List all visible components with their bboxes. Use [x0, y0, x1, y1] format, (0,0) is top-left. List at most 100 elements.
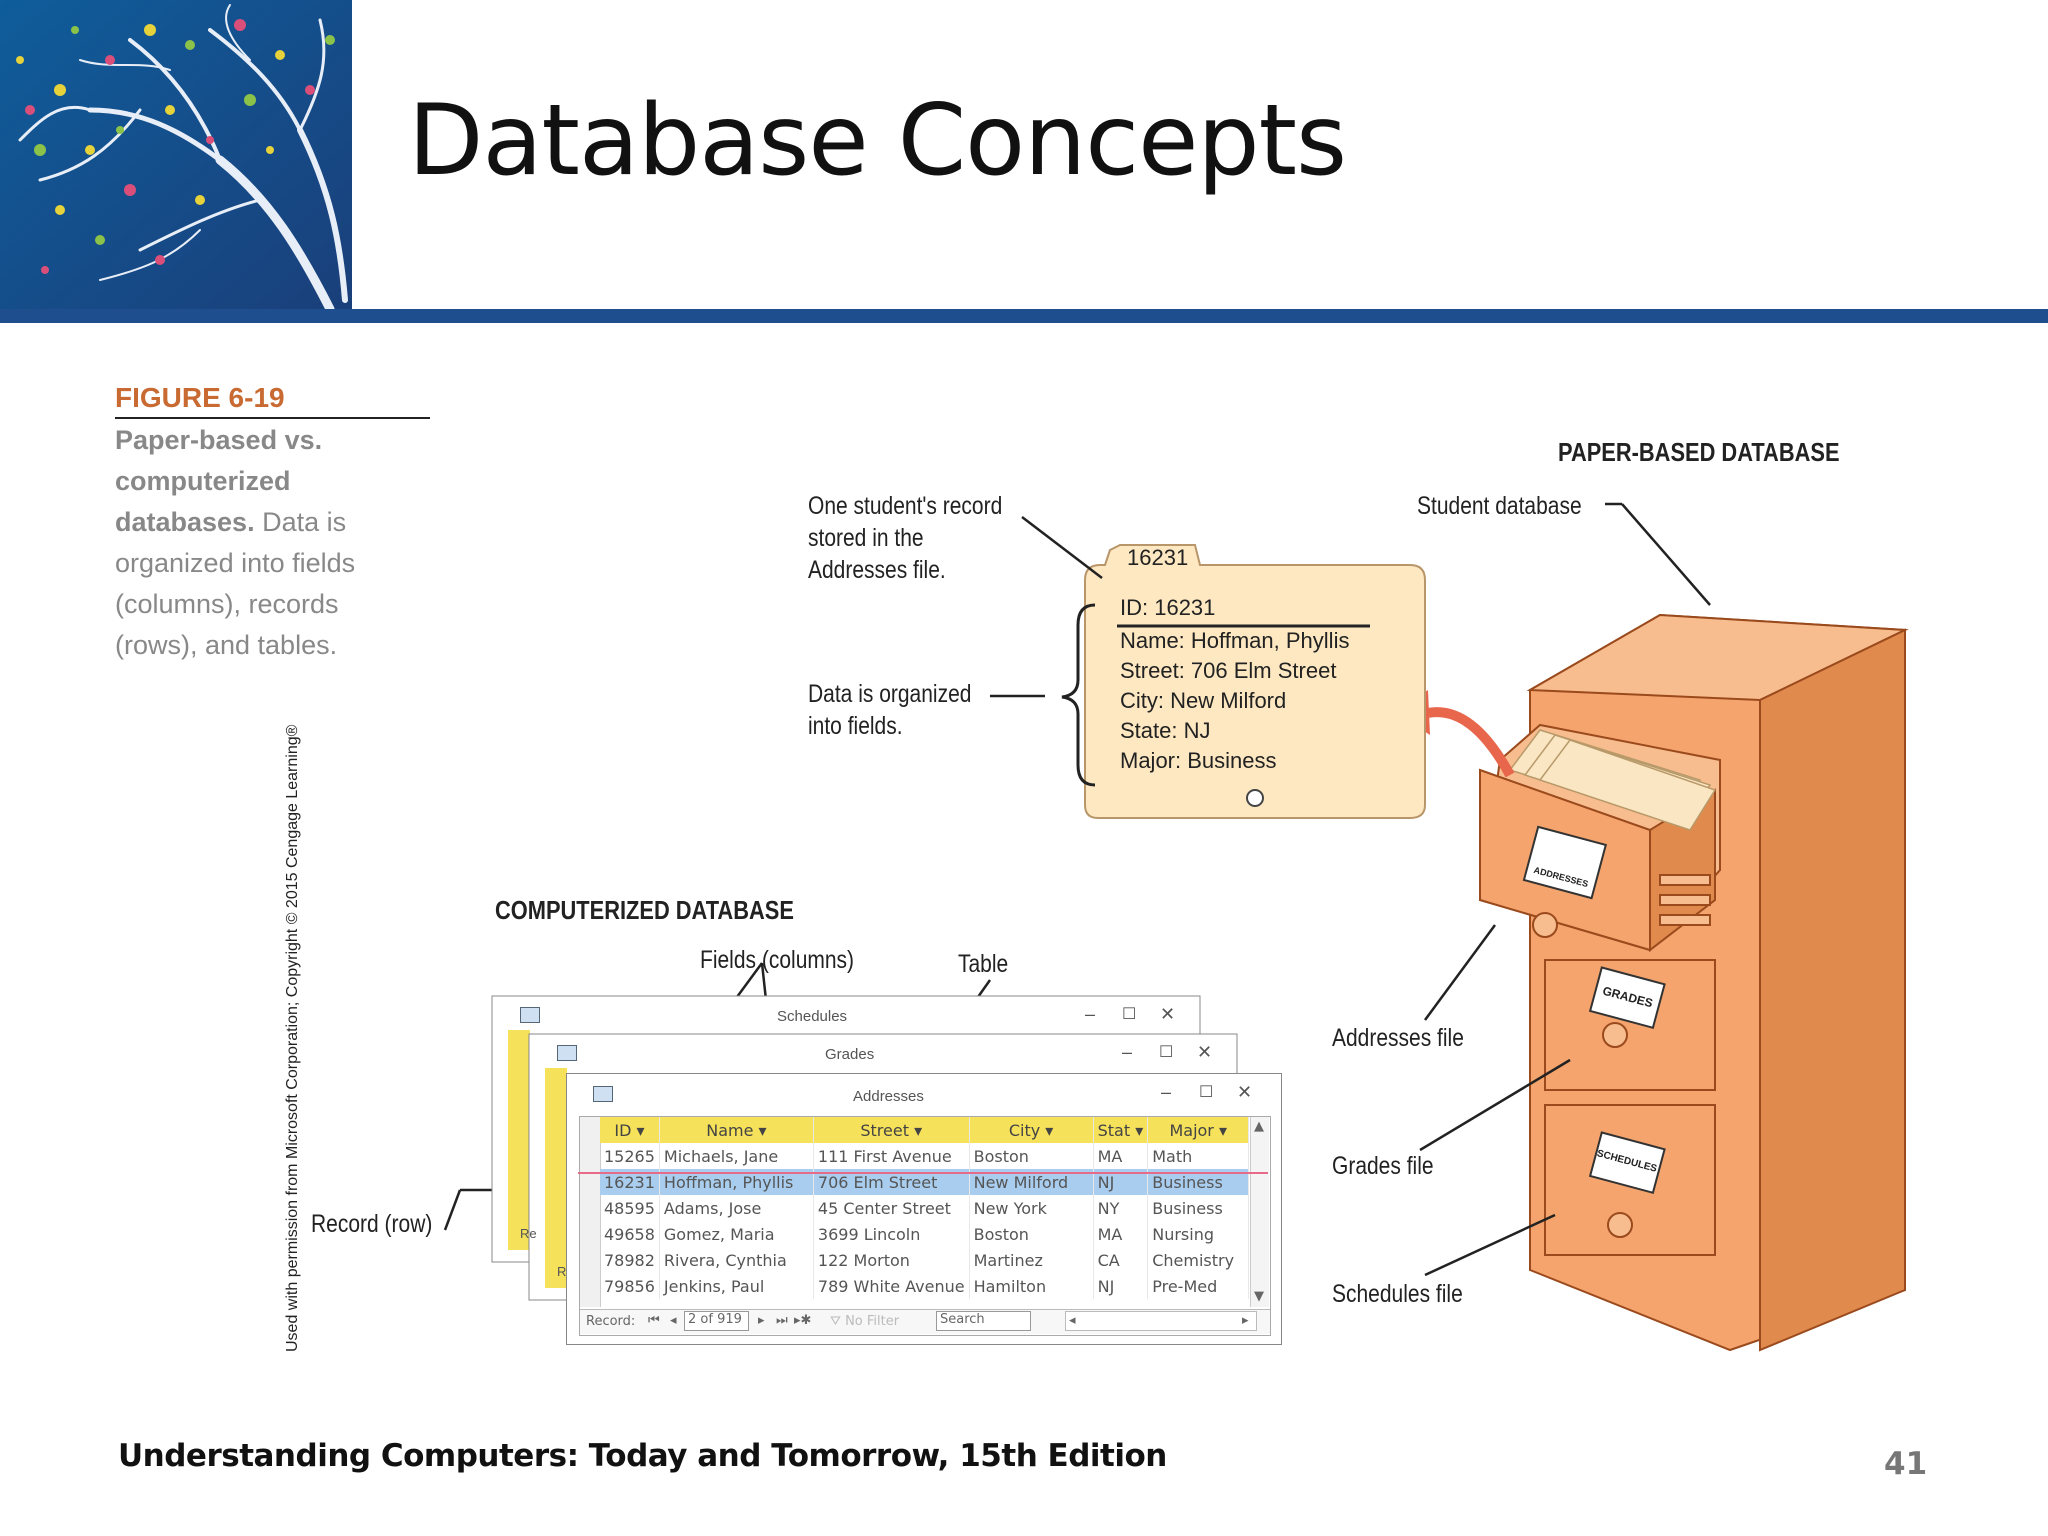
column-header-street[interactable]: Street ▾	[813, 1117, 970, 1143]
cell-city[interactable]: Hamilton	[969, 1273, 1094, 1299]
previous-record-icon[interactable]: ◂	[670, 1313, 677, 1328]
cell-state[interactable]: MA	[1093, 1221, 1149, 1247]
filing-cabinet	[1478, 613, 1909, 1352]
record-callout: One student's record stored in the Addre…	[808, 490, 1002, 586]
fields-callout-line: into fields.	[808, 712, 903, 740]
cell-major[interactable]: Pre-Med	[1147, 1273, 1250, 1299]
cell-name[interactable]: Michaels, Jane	[659, 1143, 814, 1169]
column-header-state[interactable]: Stat ▾	[1093, 1117, 1149, 1143]
record-navigation-bar: Record: ⏮ ◂ 2 of 919 ▸ ⏭ ▸✱ ⛛ No Filter …	[580, 1309, 1270, 1334]
cell-state[interactable]: MA	[1093, 1143, 1149, 1169]
cell-street[interactable]: 111 First Avenue	[813, 1143, 970, 1169]
cell-city[interactable]: Boston	[969, 1221, 1094, 1247]
minimize-icon[interactable]: –	[1122, 1042, 1133, 1062]
scroll-right-icon[interactable]: ▸	[1242, 1313, 1249, 1328]
card-field: ID: 16231	[1120, 595, 1216, 620]
cell-name[interactable]: Jenkins, Paul	[659, 1273, 814, 1299]
record-callout-line: stored in the	[808, 524, 924, 552]
scroll-left-icon[interactable]: ◂	[1069, 1313, 1076, 1328]
horizontal-scrollbar[interactable]	[1065, 1311, 1257, 1331]
cell-id[interactable]: 48595	[600, 1195, 660, 1221]
column-header-city[interactable]: City ▾	[969, 1117, 1094, 1143]
addresses-window-titlebar: Addresses – ☐ ✕	[567, 1074, 1281, 1112]
fields-columns-label: Fields (columns)	[700, 946, 855, 974]
cell-state[interactable]: NY	[1093, 1195, 1149, 1221]
cell-name[interactable]: Rivera, Cynthia	[659, 1247, 814, 1273]
cell-city[interactable]: New York	[969, 1195, 1094, 1221]
computerized-heading: COMPUTERIZED DATABASE	[495, 895, 794, 925]
row-selector-column[interactable]	[580, 1117, 601, 1307]
schedules-window-titlebar: Schedules – ☐ ✕ Re	[520, 1004, 1200, 1241]
first-record-icon[interactable]: ⏮	[648, 1313, 660, 1328]
minimize-icon[interactable]: –	[1085, 1004, 1096, 1024]
table-icon	[557, 1045, 577, 1061]
no-filter-button[interactable]: ⛛ No Filter	[830, 1314, 899, 1329]
cell-street[interactable]: 3699 Lincoln	[813, 1221, 970, 1247]
record-card-fields: ID: 16231 Name: Hoffman, Phyllis Street:…	[1120, 593, 1349, 776]
figure-caption: Paper-based vs. computerized databases. …	[115, 420, 375, 666]
cell-id[interactable]: 79856	[600, 1273, 660, 1299]
filter-icon: ⛛	[830, 1314, 841, 1329]
current-record-field[interactable]: 2 of 919	[684, 1311, 749, 1331]
record-highlight-line	[578, 1172, 1268, 1174]
cell-id[interactable]: 49658	[600, 1221, 660, 1247]
scroll-down-icon[interactable]: ▼	[1254, 1289, 1264, 1304]
column-header-major[interactable]: Major ▾	[1147, 1117, 1250, 1143]
column-header-name[interactable]: Name ▾	[659, 1117, 814, 1143]
minimize-icon[interactable]: –	[1161, 1082, 1172, 1102]
cell-city[interactable]: Boston	[969, 1143, 1094, 1169]
cell-major[interactable]: Math	[1147, 1143, 1250, 1169]
cell-street[interactable]: 45 Center Street	[813, 1195, 970, 1221]
header-divider-bar	[0, 309, 2048, 323]
fields-callout: Data is organized into fields.	[808, 678, 971, 742]
table-icon	[520, 1007, 540, 1023]
card-field: Street: 706 Elm Street	[1120, 658, 1337, 683]
search-field[interactable]: Search	[936, 1311, 1031, 1331]
card-field: City: New Milford	[1120, 688, 1287, 713]
close-icon[interactable]: ✕	[1237, 1082, 1253, 1102]
cell-street[interactable]: 122 Morton	[813, 1247, 970, 1273]
cell-street[interactable]: 789 White Avenue	[813, 1273, 970, 1299]
paper-based-heading: PAPER-BASED DATABASE	[1558, 437, 1840, 467]
fields-callout-line: Data is organized	[808, 680, 972, 708]
schedules-record-stub: Re	[520, 1226, 537, 1241]
last-record-icon[interactable]: ⏭	[776, 1313, 788, 1328]
addresses-window: Addresses – ☐ ✕ ID ▾ Name ▾ Street ▾ Cit…	[566, 1073, 1282, 1345]
column-header-id[interactable]: ID ▾	[600, 1117, 660, 1143]
cell-city[interactable]: Martinez	[969, 1247, 1094, 1273]
cell-name[interactable]: Gomez, Maria	[659, 1221, 814, 1247]
cell-state[interactable]: NJ	[1093, 1273, 1149, 1299]
vertical-scrollbar[interactable]: ▲ ▼	[1250, 1117, 1269, 1307]
cell-major[interactable]: Chemistry	[1147, 1247, 1250, 1273]
new-record-icon[interactable]: ▸✱	[794, 1313, 812, 1328]
maximize-icon[interactable]: ☐	[1199, 1084, 1214, 1101]
maximize-icon[interactable]: ☐	[1122, 1006, 1137, 1023]
cell-name[interactable]: Adams, Jose	[659, 1195, 814, 1221]
close-icon[interactable]: ✕	[1160, 1004, 1176, 1024]
grades-window-title: Grades	[825, 1046, 875, 1063]
slide-title: Database Concepts	[408, 84, 1347, 198]
record-callout-line: Addresses file.	[808, 556, 946, 584]
cell-id[interactable]: 78982	[600, 1247, 660, 1273]
next-record-icon[interactable]: ▸	[758, 1313, 765, 1328]
close-icon[interactable]: ✕	[1197, 1042, 1213, 1062]
grades-file-label: Grades file	[1332, 1152, 1434, 1180]
caption-bold: Paper-based vs. computerized databases.	[115, 425, 323, 537]
scroll-up-icon[interactable]: ▲	[1254, 1119, 1264, 1134]
datasheet: ID ▾ Name ▾ Street ▾ City ▾ Stat ▾ Major…	[579, 1116, 1271, 1336]
figure-rule	[115, 417, 430, 419]
cell-major[interactable]: Business	[1147, 1195, 1250, 1221]
maximize-icon[interactable]: ☐	[1159, 1044, 1174, 1061]
cell-major[interactable]: Nursing	[1147, 1221, 1250, 1247]
table-icon	[593, 1086, 613, 1102]
card-field: Major: Business	[1120, 748, 1277, 773]
cell-id[interactable]: 15265	[600, 1143, 660, 1169]
addresses-file-label: Addresses file	[1332, 1024, 1464, 1052]
student-database-label: Student database	[1417, 492, 1582, 520]
cell-state[interactable]: CA	[1093, 1247, 1149, 1273]
